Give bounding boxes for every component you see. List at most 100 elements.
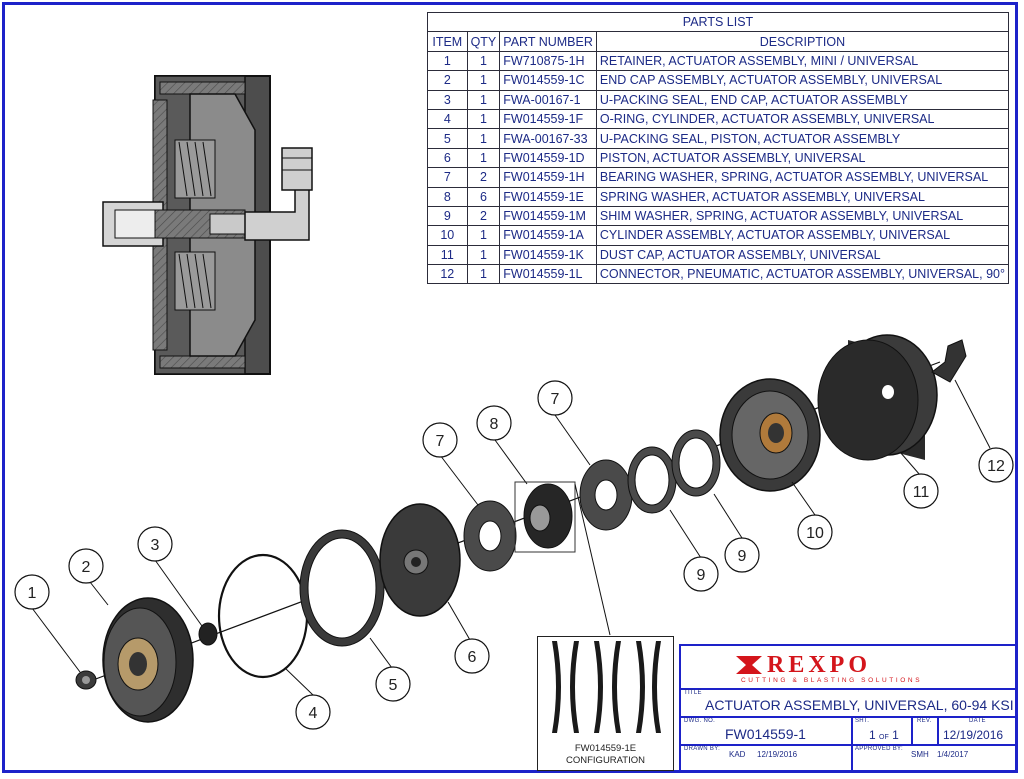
spring-washer-configuration: FW014559-1E CONFIGURATION (537, 636, 674, 771)
part-12-connector (931, 339, 967, 383)
drawing-number: FW014559-1 (725, 726, 806, 742)
config-label: CONFIGURATION (566, 755, 645, 766)
balloon-label: 11 (913, 484, 930, 501)
rexpo-logo-icon (736, 656, 762, 674)
balloon-item: 7 (422, 422, 458, 458)
part-3-u-seal (198, 622, 218, 646)
parts-cell-desc: CONNECTOR, PNEUMATIC, ACTUATOR ASSEMBLY,… (595, 264, 1010, 285)
parts-cell-desc: BEARING WASHER, SPRING, ACTUATOR ASSEMBL… (595, 167, 1010, 188)
part-2-end-cap (102, 597, 194, 723)
balloon-label: 5 (389, 677, 398, 694)
drawing-date: 12/19/2016 (943, 728, 1004, 742)
number-row: DWG. NO. FW014559-1 SHT. 1 OF 1 REV. DAT… (681, 716, 1015, 746)
balloon-label: 12 (987, 458, 1005, 475)
parts-cell-part: FW014559-1M (499, 205, 597, 227)
balloon-item: 1 (14, 574, 50, 610)
company-logo: REXPO (767, 652, 871, 678)
parts-cell-part: FW014559-1L (499, 264, 597, 285)
parts-cell-desc: U-PACKING SEAL, PISTON, ACTUATOR ASSEMBL… (595, 128, 1010, 149)
balloon-label: 7 (551, 391, 560, 408)
part-7-bearing-washer-b (579, 459, 633, 531)
part-1-retainer (75, 670, 97, 690)
parts-cell-desc: SPRING WASHER, ACTUATOR ASSEMBLY, UNIVER… (595, 186, 1010, 207)
parts-cell-part: FW014559-1A (499, 225, 597, 246)
balloon-item: 9 (724, 537, 760, 573)
part-9-shim-washer-a (627, 446, 677, 514)
balloon-item: 11 (903, 473, 939, 509)
rev-label: REV. (917, 718, 932, 724)
config-part-number: FW014559-1E (574, 743, 637, 754)
parts-cell-part: FW014559-1K (499, 244, 597, 266)
title-label: TITLE (684, 690, 702, 696)
parts-cell-part: FW014559-1E (499, 186, 597, 207)
balloon-label: 8 (490, 416, 499, 433)
balloon-label: 9 (697, 567, 706, 584)
balloon-item: 4 (295, 694, 331, 730)
parts-cell-desc: SHIM WASHER, SPRING, ACTUATOR ASSEMBLY, … (595, 205, 1010, 227)
balloon-item: 2 (68, 548, 104, 584)
part-6-piston (379, 503, 461, 617)
parts-cell-desc: CYLINDER ASSEMBLY, ACTUATOR ASSEMBLY, UN… (595, 225, 1010, 246)
drawing-title: ACTUATOR ASSEMBLY, UNIVERSAL, 60-94 KSI (705, 697, 1014, 713)
parts-cell-part: FW014559-1H (499, 167, 597, 188)
sheet-number: 1 OF 1 (869, 728, 899, 742)
sheet-label: SHT. (855, 718, 870, 724)
balloon-item: 5 (375, 666, 411, 702)
balloon-label: 10 (806, 525, 824, 542)
part-9-shim-washer-b (671, 429, 721, 497)
parts-cell-item: 6 (427, 147, 468, 169)
balloon-item: 8 (476, 405, 512, 441)
part-11-dust-cap (817, 334, 938, 461)
dwg-no-label: DWG. NO. (684, 718, 716, 724)
balloon-item: 10 (797, 514, 833, 550)
spring-stack-icon (552, 641, 661, 733)
parts-cell-item: 12 (427, 264, 468, 285)
balloon-label: 3 (151, 537, 160, 554)
approved-date: 1/4/2017 (937, 750, 969, 759)
part-5-piston-seal (299, 529, 385, 647)
parts-cell-desc: PISTON, ACTUATOR ASSEMBLY, UNIVERSAL (595, 147, 1010, 169)
balloon-item: 6 (454, 638, 490, 674)
drawn-by: KAD (729, 750, 746, 759)
parts-cell-desc: END CAP ASSEMBLY, ACTUATOR ASSEMBLY, UNI… (595, 70, 1010, 91)
drawn-by-label: DRAWN BY: (684, 746, 721, 752)
header-description: DESCRIPTION (595, 31, 1010, 52)
parts-cell-part: FWA-00167-33 (499, 128, 597, 149)
part-8-spring-washer (514, 481, 576, 553)
title-block: REXPO CUTTING & BLASTING SOLUTIONS TITLE… (679, 644, 1017, 772)
parts-cell-desc: RETAINER, ACTUATOR ASSEMBLY, MINI / UNIV… (595, 50, 1010, 72)
balloon-item: 9 (683, 556, 719, 592)
balloon-item: 12 (978, 447, 1014, 483)
company-tagline: CUTTING & BLASTING SOLUTIONS (741, 677, 923, 684)
balloon-label: 6 (468, 649, 477, 666)
logo-area: REXPO CUTTING & BLASTING SOLUTIONS (681, 646, 1015, 690)
part-7-bearing-washer-a (463, 500, 517, 572)
parts-cell-qty: 1 (466, 128, 501, 149)
part-10-cylinder (719, 378, 821, 492)
balloon-label: 1 (28, 585, 37, 602)
parts-cell-desc: U-PACKING SEAL, END CAP, ACTUATOR ASSEMB… (595, 89, 1010, 110)
balloon-label: 2 (82, 559, 91, 576)
parts-cell-qty: 1 (466, 264, 501, 285)
balloon-label: 7 (436, 433, 445, 450)
parts-list-table: PARTS LIST ITEM QTY PART NUMBER DESCRIPT… (427, 11, 1010, 285)
date-label: DATE (969, 718, 986, 724)
header-item: ITEM (427, 31, 468, 52)
section-view (102, 75, 313, 375)
parts-cell-part: FW014559-1F (499, 108, 597, 130)
drawn-date: 12/19/2016 (757, 750, 798, 759)
balloon-label: 4 (309, 705, 318, 722)
